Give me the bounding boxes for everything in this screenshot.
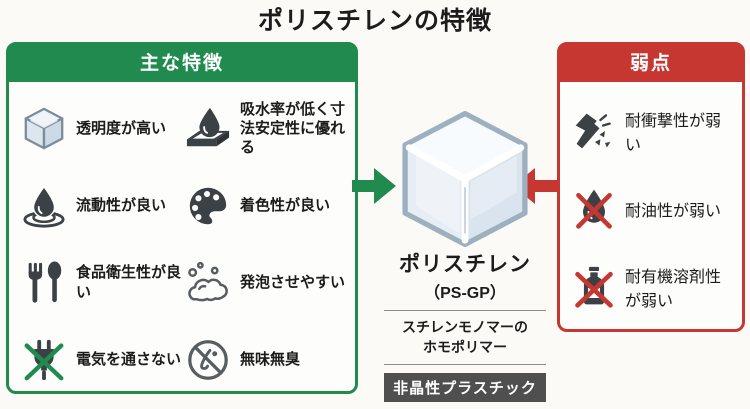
polymer-name: ポリスチレン [399, 253, 531, 276]
feature-item: 流動性が良い [19, 167, 183, 244]
palette-icon [185, 183, 231, 229]
weakness-item: 耐油性が弱い [572, 170, 734, 248]
weakness-item: 耐衝撃性が弱い [572, 92, 734, 170]
feature-item: 食品衛生性が良い [19, 244, 183, 321]
feature-label: 食品衛生性が良い [76, 264, 182, 301]
water-absorption-icon [185, 106, 231, 152]
feature-item: 電気を通さない [19, 321, 183, 398]
description-line2: ホモポリマー [423, 338, 507, 355]
description-line1: スチレンモノマーの [402, 319, 528, 335]
feature-label: 流動性が良い [76, 196, 167, 214]
feature-label: 着色性が良い [240, 196, 331, 214]
weakness-item: 耐有機溶剤性が弱い [572, 248, 734, 326]
weaknesses-list: 耐衝撃性が弱い 耐油性が弱い [560, 82, 742, 330]
feature-label: 無味無臭 [240, 350, 301, 368]
weaknesses-header: 弱点 [560, 45, 742, 82]
feature-label: 透明度が高い [76, 119, 167, 137]
amorphous-plastic-badge: 非晶性プラスチック [384, 373, 546, 403]
fluidity-drop-icon [21, 183, 67, 229]
weakness-label: 耐油性が弱い [625, 203, 722, 220]
feature-label: 電気を通さない [76, 350, 182, 368]
no-oil-drop-icon [572, 187, 616, 231]
polystyrene-cube-image [397, 111, 533, 247]
foam-bubbles-icon [185, 260, 231, 306]
arrow-right-icon [352, 166, 396, 206]
feature-item: 透明度が高い [19, 90, 183, 167]
main-features-header: 主な特徴 [9, 45, 355, 82]
no-electricity-plug-icon [21, 337, 67, 383]
polymer-info: ポリスチレン （PS-GP） スチレンモノマーの ホモポリマー 非晶性プラスチッ… [378, 248, 552, 403]
cube-icon [21, 106, 67, 152]
feature-label: 発泡させやすい [240, 273, 346, 291]
weakness-label: 耐衝撃性が弱い [625, 113, 722, 154]
cutlery-icon [21, 260, 67, 306]
feature-label: 吸水率が低く寸法安定性に優れる [240, 100, 346, 157]
feature-item: 発泡させやすい [183, 244, 347, 321]
page-title: ポリスチレンの特徴 [257, 7, 492, 35]
no-solvent-bottle-icon [572, 265, 616, 309]
feature-item: 無味無臭 [183, 321, 347, 398]
main-features-grid: 透明度が高い 吸水率が低く寸法安定性に優れる [9, 82, 355, 402]
feature-item: 着色性が良い [183, 167, 347, 244]
polymer-description: スチレンモノマーの ホモポリマー [378, 318, 552, 357]
polymer-grade: （PS-GP） [424, 285, 506, 302]
weakness-label: 耐有機溶剤性が弱い [625, 269, 722, 310]
divider [384, 364, 546, 366]
hammer-impact-icon [572, 109, 616, 153]
no-smell-icon [185, 337, 231, 383]
weaknesses-panel: 弱点 [557, 42, 745, 332]
main-features-panel: 主な特徴 透明度が高い [6, 42, 358, 394]
divider [384, 310, 546, 311]
feature-item: 吸水率が低く寸法安定性に優れる [183, 90, 347, 167]
